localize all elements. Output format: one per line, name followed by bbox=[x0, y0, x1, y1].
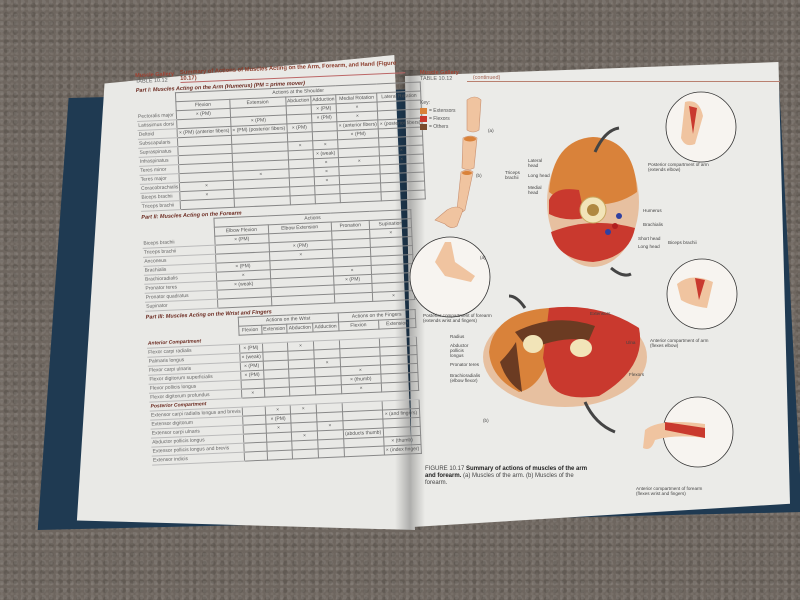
action-cell bbox=[340, 191, 382, 203]
color-key: Key: = Extensors = Flexors = Others bbox=[420, 100, 456, 132]
label-long-head: Long head bbox=[528, 173, 550, 178]
key-item: = Flexors bbox=[420, 116, 456, 122]
figure-caption: FIGURE 10.17 Summary of actions of muscl… bbox=[425, 466, 595, 487]
forearm-cross-section bbox=[483, 306, 647, 407]
label-b2: (b) bbox=[483, 418, 489, 423]
arrows bbox=[508, 126, 632, 434]
label-b: (b) bbox=[476, 173, 482, 178]
label-biceps: Biceps brachii bbox=[668, 240, 697, 245]
label-posterior-arm: Posterior compartment of arm (extends el… bbox=[648, 162, 709, 172]
label-anterior-arm: Anterior compartment of arm (flexes elbo… bbox=[650, 338, 709, 348]
key-label: = Flexors bbox=[429, 116, 450, 122]
action-cell bbox=[334, 292, 373, 304]
gallery-text: Muscle Gallery bbox=[420, 70, 459, 76]
key-item: = Extensors bbox=[420, 108, 456, 114]
label-radius: Radius bbox=[450, 334, 465, 339]
swatch bbox=[420, 116, 427, 122]
swatch bbox=[420, 108, 427, 114]
table-number: TABLE 10.12 bbox=[135, 77, 168, 85]
detail-circles bbox=[409, 91, 738, 468]
action-cell bbox=[266, 450, 293, 461]
label-short-head: Short head bbox=[638, 236, 661, 241]
action-cell bbox=[233, 195, 291, 208]
label-extensors: Extensors bbox=[590, 311, 611, 316]
label-humerus: Humerus bbox=[643, 208, 662, 213]
key-title: Key: bbox=[420, 100, 431, 106]
continued-label: (continued) bbox=[466, 75, 780, 82]
part-1: Part I: Muscles Acting on the Arm (Humer… bbox=[136, 76, 426, 212]
label-apl: Abductor pollicis longus bbox=[450, 343, 469, 358]
swatch bbox=[420, 124, 427, 130]
key-label: = Extensors bbox=[429, 108, 456, 114]
label-anterior-forearm: Anterior compartment of forearm (flexes … bbox=[636, 486, 703, 496]
caption-bold: Summary of actions of muscles of the arm… bbox=[425, 466, 588, 479]
action-cell bbox=[180, 198, 235, 210]
muscle-name: Supinator bbox=[145, 299, 218, 312]
left-page bbox=[76, 55, 415, 530]
action-cell bbox=[217, 296, 272, 309]
label-lateral-head: Lateral head bbox=[528, 158, 543, 168]
caption-text: (a) Muscles of the arm. (b) Muscles of t… bbox=[425, 473, 574, 486]
action-cell bbox=[271, 294, 335, 306]
action-cell bbox=[243, 451, 268, 462]
label-pronator: Pronator teres bbox=[450, 362, 480, 367]
key-label: = Others bbox=[429, 124, 449, 130]
muscle-name: Triceps brachii bbox=[140, 200, 181, 212]
figure-number: FIGURE 10.17 bbox=[425, 466, 465, 472]
label-brachioradialis: Brachioradialis (elbow flexor) bbox=[450, 373, 481, 383]
action-cell bbox=[343, 446, 385, 457]
part-3: Part III: Muscles Acting on the Wrist an… bbox=[146, 303, 422, 466]
label-medial-head: Medial head bbox=[528, 185, 542, 195]
label-brachialis: Brachialis bbox=[643, 222, 663, 227]
anatomy-figure bbox=[409, 91, 738, 468]
action-cell bbox=[292, 448, 319, 459]
label-flexors: Flexors bbox=[629, 372, 645, 377]
table-number: TABLE 10.12 bbox=[420, 76, 453, 82]
label-triceps: Triceps brachii bbox=[505, 170, 520, 180]
key-item: = Others bbox=[420, 124, 456, 130]
action-cell bbox=[314, 193, 341, 204]
label-a2: (a) bbox=[480, 255, 486, 260]
label-long-head-biceps: Long head bbox=[638, 244, 660, 249]
arm-illustration bbox=[434, 96, 482, 228]
action-cell bbox=[289, 194, 316, 205]
label-ulna: Ulna bbox=[626, 340, 636, 345]
arm-cross-section bbox=[547, 137, 639, 267]
action-cell bbox=[317, 447, 345, 458]
label-posterior-forearm: Posterior compartment of forearm (extend… bbox=[423, 313, 492, 323]
label-a: (a) bbox=[488, 128, 494, 133]
